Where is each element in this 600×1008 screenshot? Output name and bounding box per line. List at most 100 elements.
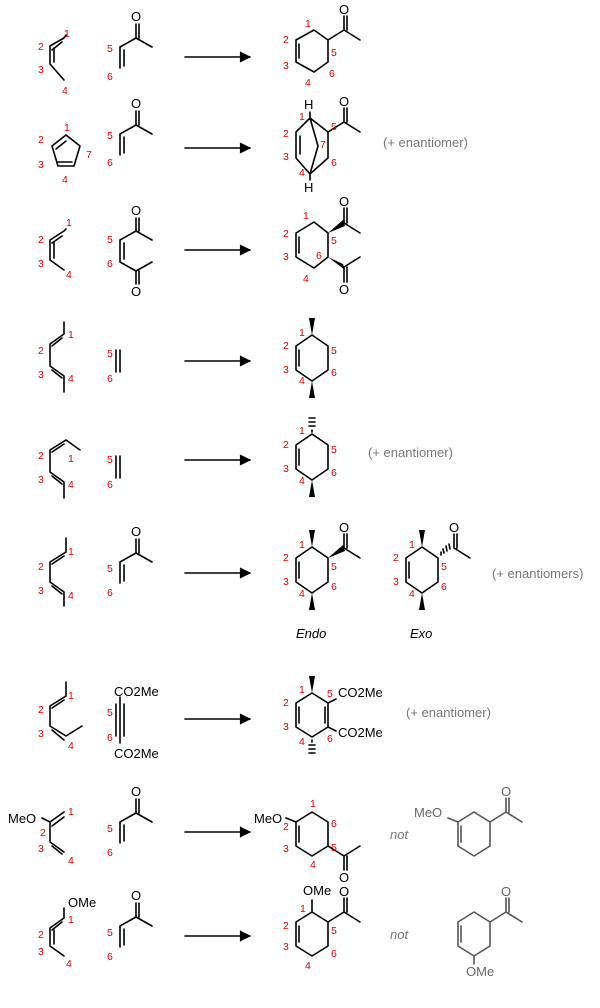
atom-number-2: 2 (283, 340, 289, 352)
methoxy-group: MeO (254, 811, 282, 826)
dienophile-dmad: CO2Me CO2Me 5 6 (107, 684, 159, 761)
atom-number-2: 2 (283, 34, 289, 46)
oxygen-atom: O (339, 520, 349, 535)
oxygen-atom: O (339, 870, 349, 885)
diene-butadiene: 1 2 3 4 (38, 217, 72, 281)
enantiomer-note: (+ enantiomer) (406, 705, 491, 720)
atom-number-5: 5 (327, 688, 333, 700)
atom-number-5: 5 (331, 121, 337, 133)
atom-number-4: 4 (68, 590, 74, 602)
atom-number-3: 3 (38, 728, 44, 740)
atom-number-6: 6 (331, 157, 337, 169)
dienophile-ethylene: 5 6 (107, 348, 121, 385)
atom-number-5: 5 (107, 454, 113, 466)
diene-hexadiene-ze: 1 2 3 4 (38, 681, 83, 752)
atom-number-1: 1 (68, 806, 74, 818)
endo-label: Endo (296, 626, 326, 641)
atom-number-6: 6 (331, 581, 337, 593)
product-endo: O 1 2 3 4 5 6 Endo (283, 520, 361, 641)
wedge-bond (419, 530, 425, 547)
hydrogen-atom: H (304, 97, 313, 112)
wedge-bond (309, 676, 315, 693)
oxygen-atom: O (339, 2, 349, 17)
atom-number-2: 2 (38, 134, 44, 146)
dienophile-mvk: O 5 6 (107, 784, 153, 859)
atom-number-4: 4 (68, 740, 74, 752)
atom-number-5: 5 (107, 823, 113, 835)
atom-number-6: 6 (331, 367, 337, 379)
atom-number-4: 4 (409, 588, 415, 600)
atom-number-3: 3 (38, 258, 44, 270)
atom-number-3: 3 (283, 151, 289, 163)
oxygen-atom: O (339, 94, 349, 109)
atom-number-4: 4 (305, 960, 311, 972)
atom-number-5: 5 (107, 43, 113, 55)
atom-number-4: 4 (299, 167, 305, 179)
wedge-bond (328, 545, 345, 558)
not-label: not (390, 927, 409, 942)
atom-number-3: 3 (38, 159, 44, 171)
atom-number-6: 6 (107, 847, 113, 859)
co2me-group: CO2Me (338, 685, 383, 700)
atom-number-3: 3 (283, 60, 289, 72)
atom-number-4: 4 (303, 273, 309, 285)
reaction-row-2: 1 2 3 4 7 O 5 6 H H O 1 2 3 4 5 6 7 (+ e… (38, 94, 468, 195)
atom-number-1: 1 (68, 329, 74, 341)
atom-number-3: 3 (38, 64, 44, 76)
atom-number-4: 4 (299, 736, 305, 748)
oxygen-atom: O (501, 784, 511, 799)
atom-number-6: 6 (331, 467, 337, 479)
diene-hexadiene: 1 2 3 4 (38, 537, 74, 607)
atom-number-2: 2 (38, 704, 44, 716)
atom-number-1: 1 (68, 914, 74, 926)
atom-number-5: 5 (107, 927, 113, 939)
atom-number-6: 6 (107, 157, 113, 169)
atom-number-5: 5 (331, 235, 337, 247)
atom-number-5: 5 (107, 707, 113, 719)
atom-number-1: 1 (299, 327, 305, 339)
atom-number-4: 4 (299, 475, 305, 487)
atom-number-6: 6 (329, 68, 335, 80)
atom-number-2: 2 (393, 552, 399, 564)
atom-number-2: 2 (283, 821, 289, 833)
atom-number-6: 6 (327, 733, 333, 745)
atom-number-3: 3 (38, 843, 44, 855)
methoxy-group: OMe (303, 883, 331, 898)
atom-number-5: 5 (331, 925, 337, 937)
methoxy-group: OMe (68, 895, 96, 910)
product-ortho: OMe O 1 2 3 4 5 6 (283, 883, 361, 972)
reaction-row-8: MeO 1 2 3 4 O 5 6 MeO O 1 2 3 4 5 6 not … (8, 784, 523, 885)
oxygen-atom: O (339, 884, 349, 899)
alt-product-meta: MeO O (414, 784, 523, 857)
atom-number-6: 6 (331, 818, 337, 830)
product-dimethylcyclohexene: 1 2 3 4 5 6 (283, 318, 337, 398)
atom-number-4: 4 (305, 77, 311, 89)
not-label: not (390, 827, 409, 842)
atom-number-6: 6 (107, 587, 113, 599)
wedge-bond (309, 318, 315, 335)
atom-number-5: 5 (107, 234, 113, 246)
atom-number-2: 2 (38, 234, 44, 246)
atom-number-5: 5 (441, 561, 447, 573)
atom-number-2: 2 (283, 128, 289, 140)
atom-number-1: 1 (300, 903, 306, 915)
atom-number-3: 3 (283, 843, 289, 855)
diene-2-methoxybutadiene: MeO 1 2 3 4 (8, 806, 74, 867)
atom-number-7: 7 (86, 149, 92, 161)
reaction-row-7: 1 2 3 4 CO2Me CO2Me 5 6 CO2Me CO2Me 1 2 … (38, 676, 491, 761)
alt-product-meta: O OMe (457, 884, 523, 979)
oxygen-atom: O (449, 520, 459, 535)
reaction-row-4: 1 2 3 4 5 6 1 2 3 4 5 6 (38, 318, 337, 398)
atom-number-6: 6 (107, 951, 113, 963)
atom-number-6: 6 (107, 373, 113, 385)
atom-number-2: 2 (283, 552, 289, 564)
atom-number-4: 4 (299, 588, 305, 600)
dienophile-mvk: O 5 6 (107, 524, 153, 599)
oxygen-atom: O (131, 784, 141, 799)
methoxy-group: OMe (466, 964, 494, 979)
atom-number-2: 2 (38, 450, 44, 462)
oxygen-atom: O (501, 884, 511, 899)
wedge-bond (309, 480, 315, 497)
reaction-row-9: OMe 1 2 3 4 O 5 6 OMe O 1 2 3 4 5 6 not … (38, 883, 523, 979)
reaction-row-3: 1 2 3 4 O O 5 6 O O 1 2 3 4 5 6 (38, 194, 361, 299)
